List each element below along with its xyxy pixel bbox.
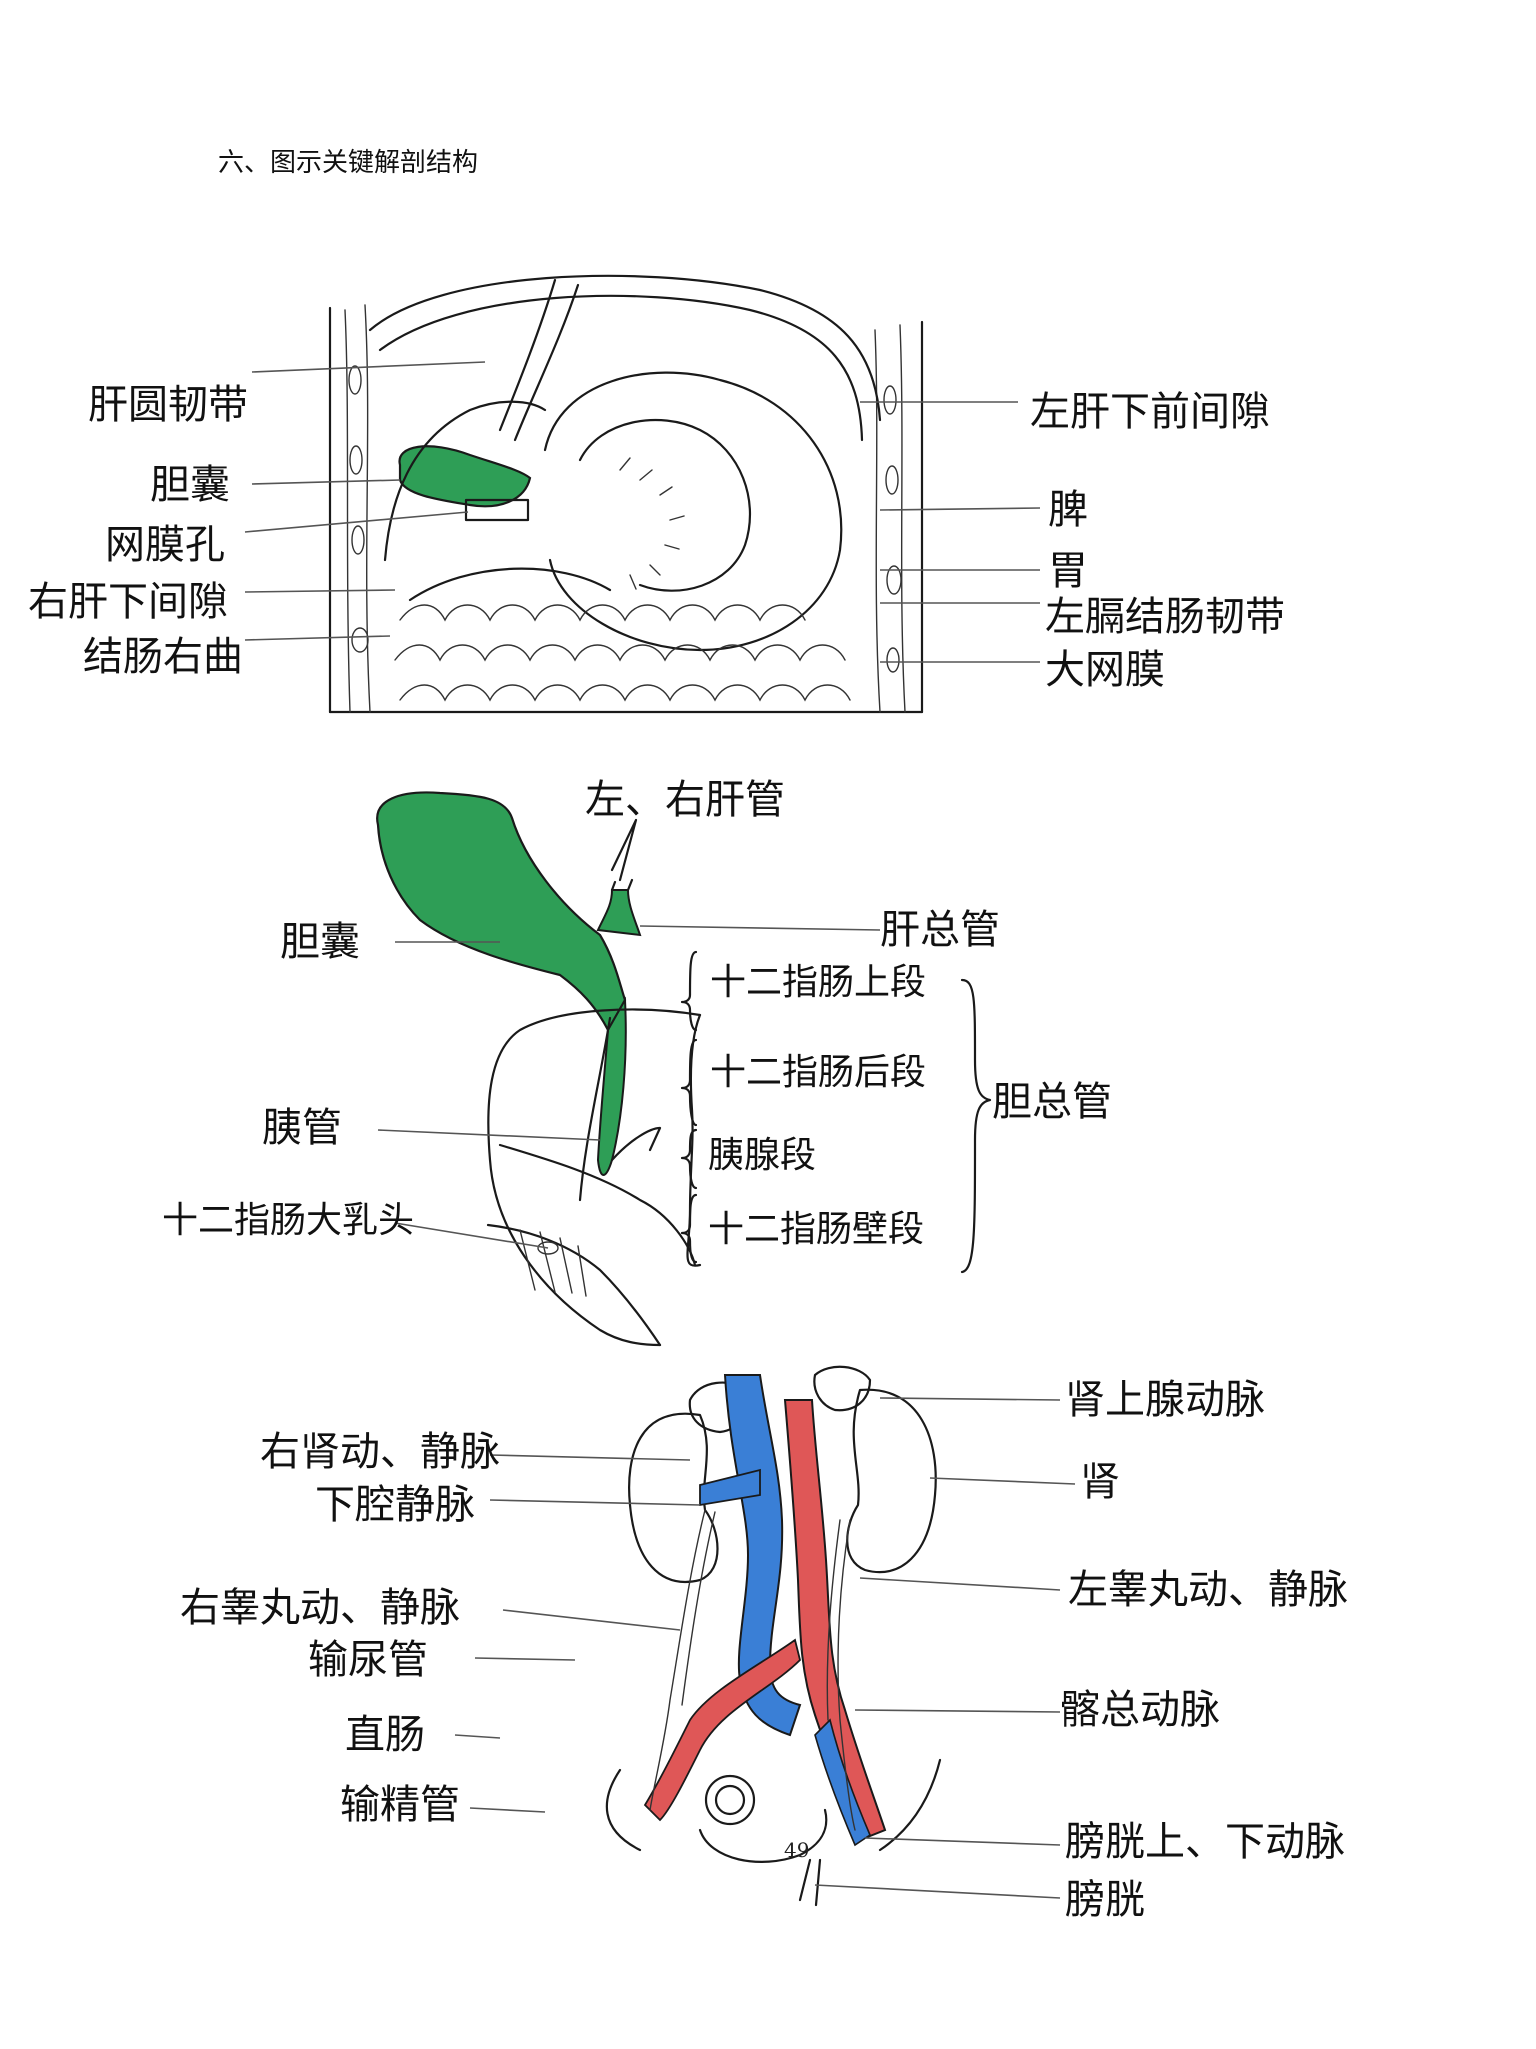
label-right-subhepatic-space: 右肝下间隙 — [28, 579, 228, 625]
figure1-leaders — [244, 361, 1041, 663]
label-kidney: 肾 — [1080, 1459, 1120, 1505]
label-right-renal-vessels: 右肾动、静脉 — [260, 1429, 500, 1475]
page-number: 49 — [784, 1838, 810, 1862]
label-ureter: 输尿管 — [308, 1637, 428, 1683]
label-spleen: 脾 — [1048, 487, 1088, 533]
label-phrenicocolic-ligament: 左膈结肠韧带 — [1045, 594, 1285, 640]
label-pancreatic-duct: 胰管 — [262, 1105, 342, 1151]
label-adrenal-artery: 肾上腺动脉 — [1065, 1377, 1265, 1423]
label-segment-intraduodenal: 十二指肠壁段 — [708, 1209, 925, 1250]
figure3-leaders — [454, 1397, 1076, 1899]
figure2-leaders — [377, 925, 881, 1249]
figure1-drawing — [328, 274, 924, 714]
label-bladder: 膀胱 — [1065, 1877, 1145, 1923]
label-common-hepatic-duct: 肝总管 — [880, 907, 1000, 953]
label-greater-omentum: 大网膜 — [1045, 647, 1165, 693]
label-hepatic-ducts: 左、右肝管 — [585, 777, 785, 823]
label-vesical-arteries: 膀胱上、下动脉 — [1065, 1819, 1345, 1865]
page-heading: 六、图示关键解剖结构 — [218, 148, 479, 178]
figure2-drawing — [376, 791, 992, 1347]
label-rectum: 直肠 — [345, 1712, 425, 1758]
label-omental-foramen: 网膜孔 — [105, 522, 225, 568]
label-segment-pancreatic: 胰腺段 — [708, 1135, 817, 1176]
figure3-drawing — [605, 1365, 942, 1907]
label-inferior-vena-cava: 下腔静脉 — [315, 1482, 475, 1528]
label-gallbladder-2: 胆囊 — [280, 919, 360, 965]
label-segment-supraduodenal: 十二指肠上段 — [710, 962, 927, 1003]
label-left-testicular-vessels: 左睾丸动、静脉 — [1068, 1567, 1348, 1613]
label-right-testicular-vessels: 右睾丸动、静脉 — [180, 1585, 460, 1631]
label-gallbladder-1: 胆囊 — [150, 462, 230, 508]
label-vas-deferens: 输精管 — [340, 1782, 460, 1828]
label-right-colic-flexure: 结肠右曲 — [83, 634, 243, 680]
label-stomach: 胃 — [1048, 548, 1088, 594]
label-segment-retroduodenal: 十二指肠后段 — [710, 1052, 927, 1093]
label-common-iliac-artery: 髂总动脉 — [1060, 1687, 1220, 1733]
label-common-bile-duct: 胆总管 — [992, 1079, 1112, 1125]
label-major-duodenal-papilla: 十二指肠大乳头 — [162, 1200, 415, 1241]
label-left-anterior-subhepatic-space: 左肝下前间隙 — [1030, 389, 1270, 435]
label-ligamentum-teres: 肝圆韧带 — [88, 382, 248, 428]
